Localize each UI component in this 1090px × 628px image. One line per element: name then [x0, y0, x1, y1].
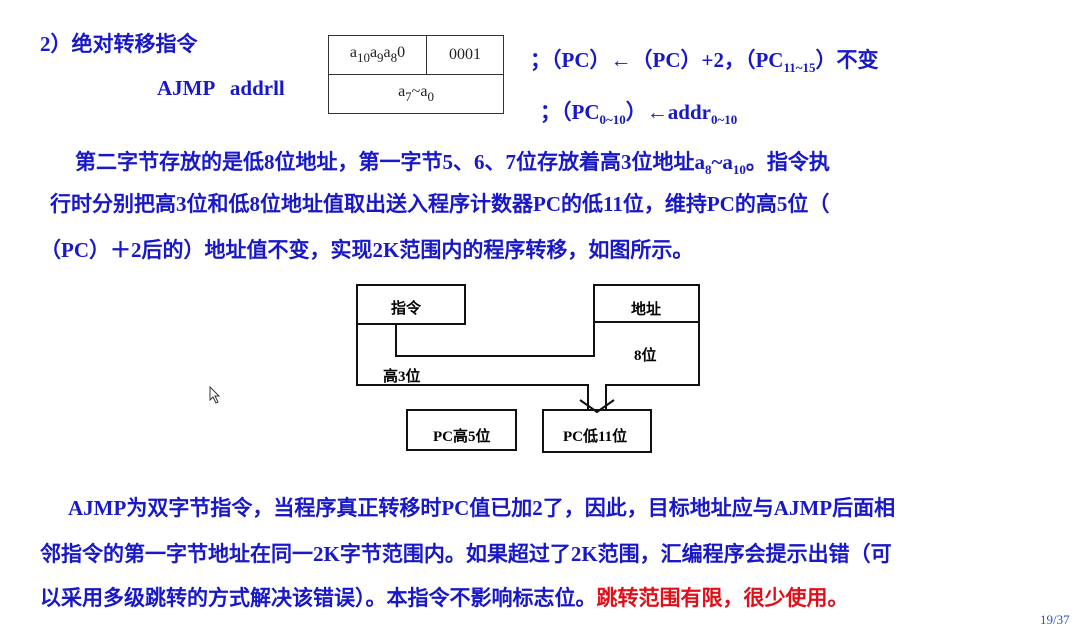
para2-line3: 以采用多级跳转的方式解决该错误）。本指令不影响标志位。跳转范围有限，很少使用。 — [40, 586, 849, 610]
para2-line1: AJMP为双字节指令，当程序真正转移时PC值已加2了，因此，目标地址应与AJMP… — [68, 496, 896, 520]
section-heading: 2）绝对转移指令 — [40, 32, 198, 56]
arrow-head — [579, 399, 615, 414]
pc-high-box — [406, 409, 517, 451]
instr-label: 指令 — [391, 301, 422, 317]
page-number: 19/37 — [1040, 612, 1070, 627]
pc-high-label: PC高5位 — [433, 429, 491, 445]
para1-line3: （PC）＋2后的）地址值不变，实现2K范围内的程序转移，如图所示。 — [40, 238, 694, 262]
pc-low-label: PC低11位 — [563, 429, 628, 445]
format-opcode: 0001 — [426, 35, 504, 75]
bits8-label: 8位 — [634, 348, 657, 364]
operation-line-1: ；（PC）←（PC）+2，（PC11~15）不变 — [530, 48, 879, 75]
instruction-format-table: a10a9a80 0001 a7~a0 — [328, 35, 504, 114]
addr-label: 地址 — [631, 302, 662, 318]
para1-line1: 第二字节存放的是低8位地址，第一字节5、6、7位存放着高3位地址a8~a10。指… — [75, 150, 830, 177]
para1-line2: 行时分别把高3位和低8位地址值取出送入程序计数器PC的低11位，维持PC的高5位… — [50, 192, 830, 216]
pc-low-box — [542, 409, 652, 453]
format-low-bits: a7~a0 — [328, 74, 504, 114]
high3-path — [395, 322, 595, 357]
mouse-cursor-icon — [209, 386, 221, 404]
instr-box — [356, 284, 466, 325]
para2-line2: 邻指令的第一字节地址在同一2K字节范围内。如果超过了2K范围，汇编程序会提示出错… — [40, 542, 892, 566]
low-path — [356, 324, 589, 410]
addr-box — [593, 284, 700, 410]
format-high-bits: a10a9a80 — [328, 35, 427, 75]
operation-line-2: ；（PC0~10）←addr0~10 — [540, 100, 738, 127]
high3-label: 高3位 — [383, 369, 421, 385]
instruction-mnemonic: AJMP addrll — [157, 76, 285, 100]
